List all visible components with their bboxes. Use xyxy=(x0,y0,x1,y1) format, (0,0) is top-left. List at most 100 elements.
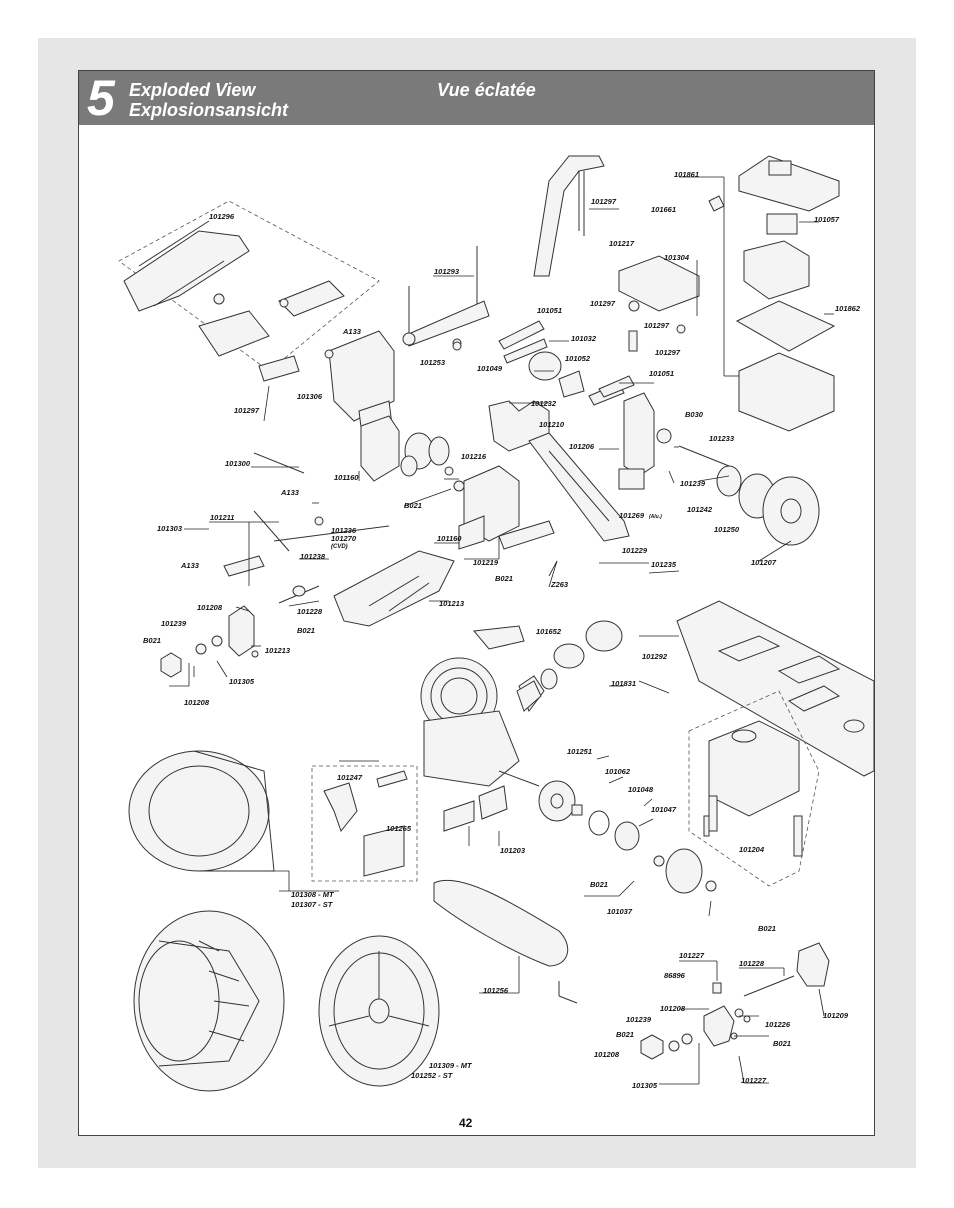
part-label: 101307 - ST xyxy=(291,900,334,909)
title-english: Exploded View xyxy=(129,80,256,100)
part-label: 101861 xyxy=(674,170,699,179)
part-label: B021 xyxy=(404,501,422,510)
part-label: 101062 xyxy=(605,767,631,776)
part-label: 101265 xyxy=(386,824,412,833)
part-label: 101227 xyxy=(679,951,705,960)
part-label: 101210 xyxy=(539,420,565,429)
part-label: (Alu.) xyxy=(649,514,662,520)
part-label: 101057 xyxy=(814,215,840,224)
step-number: 5 xyxy=(87,70,115,126)
title-french: Vue éclatée xyxy=(437,80,536,100)
part-label: B021 xyxy=(616,1030,634,1039)
suspension-arm xyxy=(223,452,455,627)
part-label: 101239 xyxy=(680,479,706,488)
exhaust-manifold-group xyxy=(311,765,418,882)
part-label: 101251 xyxy=(567,747,592,756)
part-label: 101037 xyxy=(607,907,633,916)
part-label: 101211 xyxy=(210,513,234,522)
part-label: B021 xyxy=(297,626,315,635)
part-label: B021 xyxy=(758,924,776,933)
differential xyxy=(360,415,454,482)
center-bulkhead xyxy=(488,400,630,542)
part-label: 101269 xyxy=(619,511,645,520)
part-label: 101208 xyxy=(660,1004,686,1013)
part-label: 101297 xyxy=(591,197,617,206)
wheel-rim xyxy=(318,935,440,1087)
part-label: 101297 xyxy=(234,406,260,415)
part-label: 101213 xyxy=(265,646,291,655)
part-label: B021 xyxy=(143,636,161,645)
part-label: 101242 xyxy=(687,505,713,514)
part-label: 101219 xyxy=(473,558,499,567)
part-label: 101051 xyxy=(649,369,674,378)
part-label: 101652 xyxy=(536,627,562,636)
part-label: 101239 xyxy=(161,619,187,628)
part-label: 101296 xyxy=(209,212,235,221)
front-bumper-group xyxy=(118,200,380,382)
part-label: 101051 xyxy=(537,306,562,315)
leader-lines xyxy=(169,176,834,1085)
exhaust-pipe xyxy=(433,879,578,1004)
part-label: 101305 xyxy=(229,677,255,686)
fuel-tank xyxy=(688,690,820,887)
servo-plate xyxy=(618,195,725,352)
part-label: B021 xyxy=(773,1039,791,1048)
part-label: 101213 xyxy=(439,599,465,608)
part-label: 101270 xyxy=(331,534,357,543)
engine-mounts xyxy=(443,785,508,832)
part-label: 101303 xyxy=(157,524,183,533)
wheel-tread xyxy=(133,910,285,1092)
part-label: 101252 - ST xyxy=(411,1071,454,1080)
part-label: 101208 xyxy=(594,1050,620,1059)
part-label: 101293 xyxy=(434,267,460,276)
clutch-bell xyxy=(538,780,717,894)
part-label: 101228 xyxy=(739,959,765,968)
part-label: 101228 xyxy=(297,607,323,616)
receiver-box xyxy=(735,155,840,432)
part-label: 101204 xyxy=(739,845,765,854)
steering-post xyxy=(618,392,672,490)
chassis-plate xyxy=(676,600,875,777)
part-label: 101232 xyxy=(531,399,557,408)
part-label: (CVD) xyxy=(331,544,348,550)
part-label: 101256 xyxy=(483,986,509,995)
part-label: 101304 xyxy=(664,253,690,262)
part-label: 101049 xyxy=(477,364,503,373)
part-label: 101308 - MT xyxy=(291,890,335,899)
part-label: 101862 xyxy=(835,304,861,313)
part-label: 101233 xyxy=(709,434,735,443)
part-label: A133 xyxy=(180,561,200,570)
part-label: 101229 xyxy=(622,546,648,555)
part-label: 101052 xyxy=(565,354,591,363)
part-label: 101208 xyxy=(184,698,210,707)
rear-hub xyxy=(160,585,320,678)
part-label: 101300 xyxy=(225,459,251,468)
part-label: 101217 xyxy=(609,239,635,248)
turnbuckles xyxy=(498,320,635,406)
part-label: 86896 xyxy=(664,971,686,980)
page-number: 42 xyxy=(459,1116,473,1130)
part-label: 101207 xyxy=(751,558,777,567)
part-label: 101297 xyxy=(655,348,681,357)
part-label: 101206 xyxy=(569,442,595,451)
engine xyxy=(420,625,545,787)
part-label: 101203 xyxy=(500,846,526,855)
part-label: Z263 xyxy=(550,580,569,589)
part-label: 101831 xyxy=(611,679,636,688)
tire xyxy=(128,750,275,872)
title-german: Explosionsansicht xyxy=(129,100,289,120)
part-label: 101661 xyxy=(651,205,676,214)
exploded-view-diagram: 101861 101297 101661 101057 101296 10121… xyxy=(118,155,875,1092)
gearbox xyxy=(453,465,555,550)
part-label: 101292 xyxy=(642,652,668,661)
part-label: 101235 xyxy=(651,560,677,569)
part-label: 101227 xyxy=(741,1076,767,1085)
part-label: 101216 xyxy=(461,452,487,461)
part-label: 101253 xyxy=(420,358,446,367)
part-label: 101309 - MT xyxy=(429,1061,473,1070)
part-label: 101226 xyxy=(765,1020,791,1029)
part-label: 101047 xyxy=(651,805,677,814)
part-label: 101160 xyxy=(437,534,462,543)
part-label: 101160 xyxy=(334,473,359,482)
part-label: 101208 xyxy=(197,603,223,612)
